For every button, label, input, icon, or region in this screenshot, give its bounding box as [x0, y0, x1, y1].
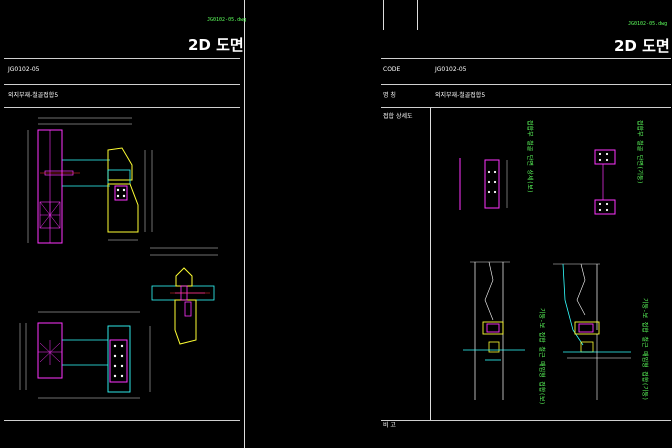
detail-d-caption: 접합부 철골 단면(기둥) [636, 120, 643, 185]
remark-label: 비 고 [383, 422, 396, 429]
file-name: JG0102-05.dwg [628, 21, 668, 27]
name-label: 명 칭 [383, 92, 396, 99]
name-value: 외지부재-철골접합5 [435, 92, 486, 99]
page-title: 2D 도면 [614, 37, 670, 55]
right-sheet: JG0102-05.dwg 2D 도면 CODE JG0102-05 명 칭 외… [245, 0, 672, 448]
column-divider [430, 107, 431, 420]
title-block-border [417, 0, 418, 30]
detail-b-caption: 기둥-보 접합 철근 매입형 접합(기둥) [641, 298, 648, 401]
code-value: JG0102-05 [8, 66, 40, 73]
page-title: 2D 도면 [188, 36, 244, 54]
divider [4, 107, 240, 108]
divider [381, 107, 671, 108]
divider [381, 58, 671, 59]
divider [4, 58, 240, 59]
detail-a-caption: 기둥-보 접합 철근 매입형 접합(보) [538, 308, 545, 406]
divider [4, 420, 240, 421]
divider [4, 84, 240, 85]
name-value: 외지부재-철골접합5 [8, 92, 59, 99]
cad-drawing-left [19, 117, 218, 399]
detail-label: 접합 상세도 [383, 113, 413, 120]
detail-c-caption: 접합부 철골 단면 상세(보) [526, 120, 533, 194]
sheet-border [244, 0, 245, 448]
file-name: JG0102-05.dwg [207, 17, 247, 23]
code-label: CODE [383, 66, 401, 73]
divider [381, 420, 671, 421]
left-sheet: JG0102-05.dwg 2D 도면 JG0102-05 외지부재-철골접합5 [0, 0, 247, 448]
cad-drawing-right [459, 149, 631, 400]
title-block-border [383, 0, 384, 30]
divider [381, 84, 671, 85]
code-value: JG0102-05 [435, 66, 467, 73]
